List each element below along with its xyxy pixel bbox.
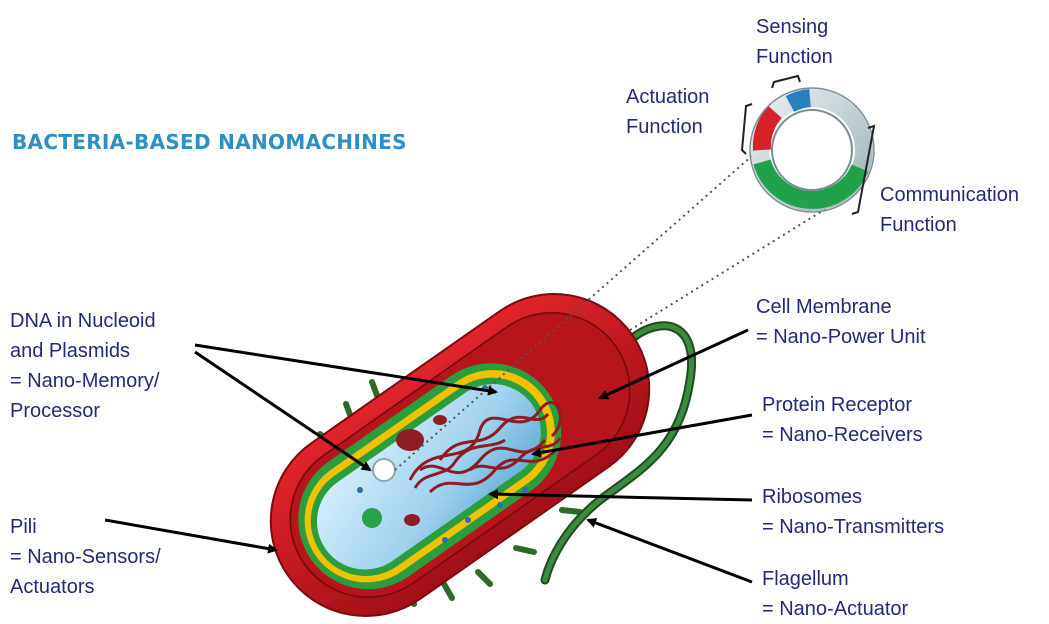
plasmid — [396, 429, 424, 451]
label-cell-membrane: Cell Membrane = Nano-Power Unit — [756, 292, 926, 352]
vesicle — [373, 459, 395, 481]
label-pili: Pili = Nano-Sensors/ Actuators — [10, 512, 161, 602]
sensing-bracket — [772, 76, 800, 88]
ribosome — [362, 508, 382, 528]
ring-sensing-segment — [790, 98, 810, 104]
label-flagellum: Flagellum = Nano-Actuator — [762, 564, 908, 624]
label-sensing-function: Sensing Function — [756, 12, 833, 72]
label-ribosomes: Ribosomes = Nano-Transmitters — [762, 482, 944, 542]
arrow-flagellum — [588, 520, 752, 582]
label-protein-receptor: Protein Receptor = Nano-Receivers — [762, 390, 923, 450]
label-actuation-function: Actuation Function — [626, 82, 709, 142]
label-communication-function: Communication Function — [880, 180, 1019, 240]
label-dna: DNA in Nucleoid and Plasmids = Nano-Memo… — [10, 306, 160, 426]
function-ring — [742, 76, 874, 214]
diagram-title: BACTERIA-BASED NANOMACHINES — [12, 130, 407, 154]
